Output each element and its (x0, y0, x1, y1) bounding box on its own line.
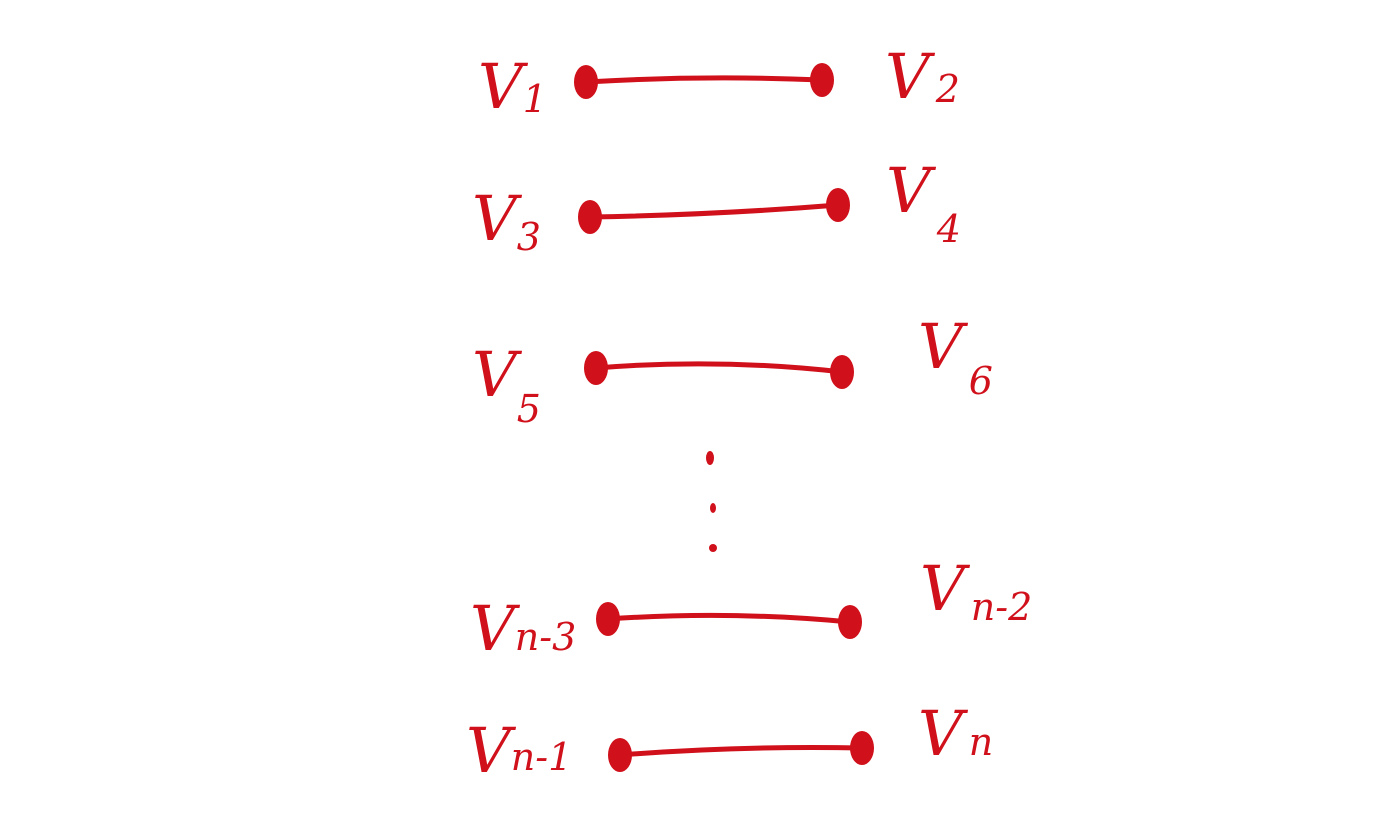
vertex-left (584, 351, 608, 385)
vertex-label-main: V (466, 714, 517, 787)
vertex-label-left: Vn-3 (470, 592, 576, 665)
vertex-right (810, 63, 834, 97)
vertex-right (826, 188, 850, 222)
vertex-label-main: V (885, 40, 936, 113)
vertex-left (596, 602, 620, 636)
ellipsis-dot (706, 451, 714, 465)
vertex-left (578, 200, 602, 234)
edge (593, 361, 845, 375)
vertex-label-main: V (472, 182, 523, 255)
vertex-label-subscript: 6 (969, 359, 993, 403)
vertex-label-main: V (918, 697, 969, 770)
vertex-label-subscript: 5 (517, 387, 541, 431)
vertex-label-main: V (472, 338, 523, 411)
vertex-label-main: V (920, 552, 971, 625)
vertex-label-main: V (886, 154, 937, 227)
vertex-label-main: V (470, 592, 521, 665)
vertex-label-left: V5 (472, 338, 541, 431)
vertex-right (830, 355, 854, 389)
vertex-label-subscript: n-2 (971, 585, 1033, 629)
vertex-label-subscript: 2 (935, 67, 960, 111)
ellipsis-dot (710, 503, 716, 513)
vertex-label-subscript: n-3 (515, 615, 577, 659)
vertex-label-subscript: 4 (936, 207, 961, 251)
vertex-label-subscript: n (969, 720, 993, 764)
vertical-ellipsis (706, 451, 717, 552)
vertex-label-main: V (918, 310, 969, 383)
edge (583, 75, 825, 85)
vertex-right (850, 731, 874, 765)
vertex-left (608, 738, 632, 772)
vertex-label-left: V3 (472, 182, 541, 259)
edge (605, 612, 853, 625)
vertex-left (574, 65, 598, 99)
ellipsis-dot (709, 544, 717, 552)
vertex-label-subscript: 1 (523, 77, 547, 121)
edge (617, 744, 865, 758)
vertex-label-left: Vn-1 (466, 714, 572, 787)
vertex-label-subscript: 3 (517, 215, 541, 259)
vertex-label-subscript: n-1 (511, 735, 573, 779)
vertex-label-right: V4 (886, 154, 961, 251)
edge (587, 202, 841, 220)
vertex-label-left: V1 (478, 50, 547, 123)
vertex-label-main: V (478, 50, 529, 123)
vertex-right (838, 605, 862, 639)
